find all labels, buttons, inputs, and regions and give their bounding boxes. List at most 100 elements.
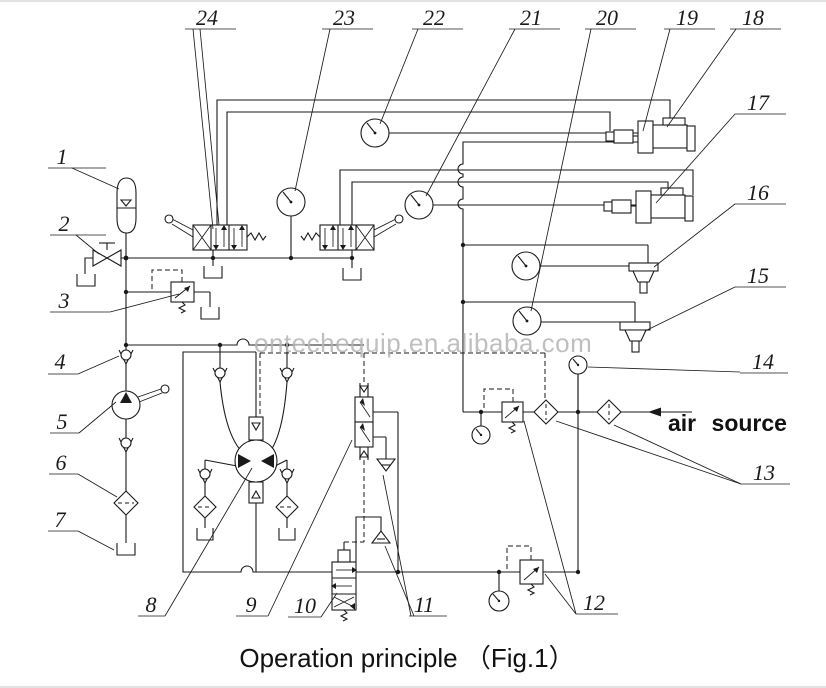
check-valve-lower [118, 437, 134, 454]
part-label-6: 6 [56, 450, 67, 475]
part-label-3: 3 [58, 288, 70, 313]
junction-dots [123, 242, 581, 575]
motor-port-bottom [248, 481, 264, 504]
pilot-valve-9 [354, 383, 374, 460]
leader-line-9 [267, 439, 353, 617]
tank-symbol [203, 250, 223, 279]
leader-line-23 [294, 28, 331, 192]
part-label-4: 4 [55, 349, 66, 374]
leader-line-16 [653, 203, 736, 268]
part-label-group-16: 16 [653, 180, 786, 268]
pressure-gauge-upper-mid [511, 251, 541, 281]
muffler-lower [370, 530, 392, 544]
part-label-19: 19 [676, 5, 698, 30]
leader-line-13 [555, 420, 742, 485]
part-label-group-13: 13 [555, 420, 790, 485]
part-label-14: 14 [752, 349, 774, 374]
check-valve-4 [118, 349, 134, 366]
part-label-group-6: 6 [49, 450, 118, 498]
leader-line-24 [199, 28, 220, 226]
leader-line-19 [642, 28, 671, 132]
part-label-group-11: 11 [382, 474, 447, 617]
spring-icon [507, 421, 517, 434]
check-filter-tank-right [275, 468, 299, 541]
pressure-gauge-bottom [488, 590, 510, 612]
part-label-20: 20 [596, 5, 618, 30]
gas-precharge-icon [119, 199, 133, 207]
leader-line-6 [77, 473, 118, 498]
relief-valve [170, 281, 220, 320]
air-filter-2 [596, 399, 622, 425]
leader-line-11 [382, 474, 412, 617]
leader-line-14 [587, 366, 741, 373]
leader-line-24 [192, 28, 214, 230]
part-label-group-5: 5 [50, 401, 117, 434]
hydraulic-motor [234, 416, 278, 504]
leader-line-12 [544, 573, 577, 615]
part-label-group-22: 22 [379, 5, 463, 125]
air-filter-1 [533, 399, 559, 425]
valve-lever-icon [171, 218, 194, 238]
regulator-15 [619, 321, 651, 353]
tank-symbol [76, 257, 96, 287]
pressure-gauge-21 [404, 190, 434, 220]
directional-valve-21 [300, 214, 404, 281]
part-label-24: 24 [196, 5, 218, 30]
part-label-8: 8 [146, 592, 157, 617]
pilot-dashed-regulator12a [483, 388, 514, 410]
pressure-gauge-air-inlet [471, 425, 491, 445]
check-valve-right-top [279, 367, 295, 384]
part-label-13: 13 [753, 460, 775, 485]
pump-lever-icon [137, 388, 163, 403]
motor-port-top [248, 416, 264, 441]
muffler-upper [375, 458, 397, 472]
part-label-11: 11 [414, 592, 434, 617]
pilot-dashed-top [260, 352, 546, 400]
sequence-valve-10 [331, 542, 357, 622]
leader-line-8 [164, 467, 253, 617]
part-label-group-4: 4 [48, 349, 120, 375]
part-label-group-8: 8 [138, 467, 253, 617]
part-label-group-7: 7 [48, 507, 115, 551]
pilot-drain-lines [151, 269, 546, 572]
part-label-7: 7 [55, 507, 67, 532]
part-label-17: 17 [747, 90, 770, 115]
pilot-dashed-regulator12b [506, 545, 532, 572]
tank-symbol [200, 307, 220, 320]
air-regulator-bottom [519, 559, 544, 596]
part-label-10: 10 [294, 593, 316, 618]
part-label-group-20: 20 [530, 5, 636, 312]
part-label-21: 21 [520, 5, 542, 30]
spring-icon [339, 609, 349, 622]
air-flow-arrow-icon [648, 407, 661, 417]
part-label-group-18: 18 [666, 5, 781, 128]
part-label-group-2: 2 [50, 211, 106, 255]
part-label-2: 2 [59, 211, 70, 236]
leader-line-20 [530, 28, 592, 312]
part-label-22: 22 [423, 5, 445, 30]
part-label-group-24: 24 [185, 5, 236, 230]
pressure-gauge-14 [568, 355, 588, 375]
part-label-group-17: 17 [655, 90, 786, 204]
directional-valve-24 [164, 214, 267, 279]
leader-line-11 [384, 545, 415, 617]
leader-line-7 [77, 530, 115, 551]
accumulator [116, 177, 137, 234]
part-label-group-1: 1 [48, 144, 120, 190]
part-label-15: 15 [747, 263, 769, 288]
spring-icon [246, 231, 267, 242]
part-label-group-3: 3 [50, 288, 180, 313]
lever-knob-icon [160, 384, 170, 394]
part-label-group-21: 21 [425, 5, 560, 197]
hand-pump [111, 384, 170, 420]
lever-knob-icon [394, 214, 404, 224]
tank-7 [116, 543, 136, 556]
spring-icon [526, 583, 536, 596]
pressure-gauge-23 [276, 187, 306, 217]
valve-lever-icon [373, 218, 397, 238]
leader-line-3 [109, 293, 180, 313]
lever-knob-icon [164, 214, 174, 224]
pressure-gauge-20 [512, 306, 542, 336]
